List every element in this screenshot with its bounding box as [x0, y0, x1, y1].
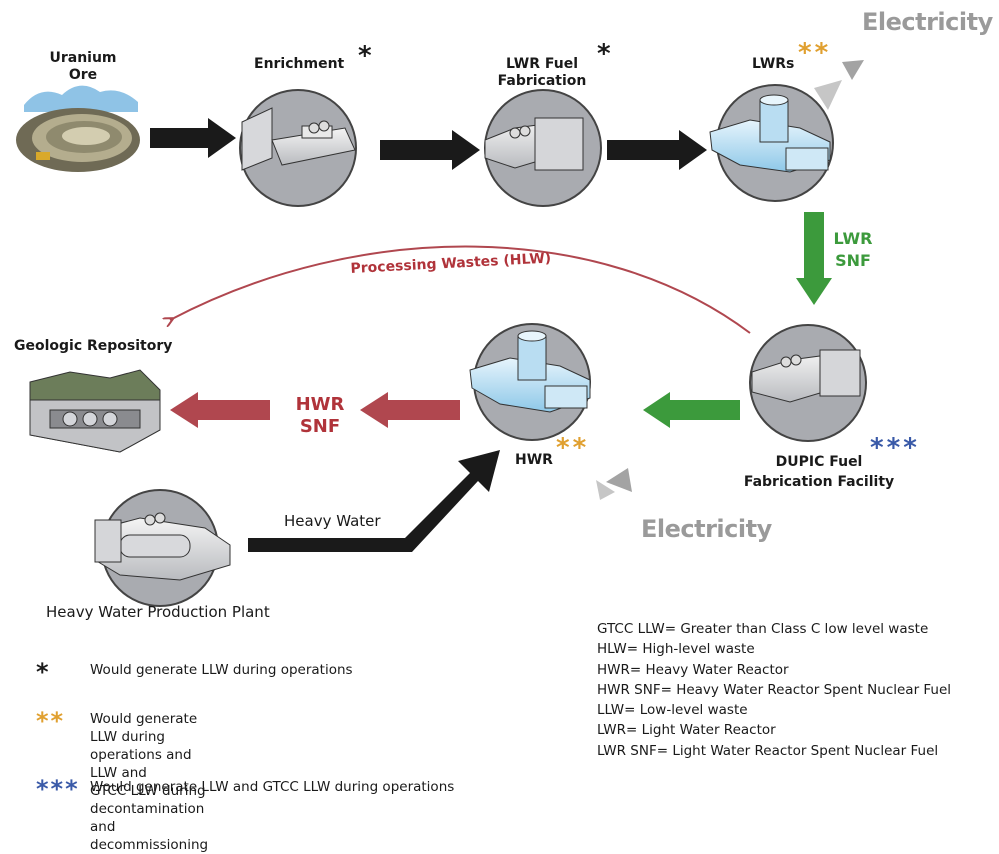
electricity-label-top: Electricity — [862, 8, 993, 36]
electricity-chevron-bottom — [596, 468, 632, 500]
fabrication-star-marker: * — [597, 39, 614, 69]
legend-star-triple: *** — [36, 775, 80, 803]
uranium-ore-label: Uranium Ore — [49, 50, 117, 83]
geologic-repository-label: Geologic Repository — [14, 338, 173, 354]
heavy-water-plant-label: Heavy Water Production Plant — [46, 603, 270, 621]
hwr-reactor-icon — [469, 323, 591, 441]
abbreviation-item: LWR= Light Water Reactor — [597, 722, 776, 739]
arrow-heavy-water — [248, 450, 500, 552]
hwr-label: HWR — [515, 452, 553, 468]
electricity-label-bottom: Electricity — [641, 515, 772, 543]
abbreviation-item: HWR SNF= Heavy Water Reactor Spent Nucle… — [597, 681, 952, 698]
dupic-star-marker: *** — [870, 433, 920, 463]
lwr-snf-label: LWR SNF — [833, 229, 873, 270]
legend-text-triple: Would generate LLW and GTCC LLW during o… — [90, 779, 455, 795]
abbreviation-list: GTCC LLW= Greater than Class C low level… — [597, 619, 951, 761]
abbreviation-item: GTCC LLW= Greater than Class C low level… — [597, 621, 929, 637]
arrow-processing-wastes — [170, 245, 751, 334]
uranium-mine-icon — [16, 85, 140, 172]
arrow-fabrication-to-lwr — [607, 130, 707, 170]
arrow-dupic-to-hwr — [643, 392, 740, 428]
geologic-repository-icon — [29, 369, 161, 453]
legend-text-single: Would generate LLW during operations — [90, 662, 353, 678]
lwrs-label: LWRs — [752, 56, 795, 72]
arrow-enrichment-to-fabrication — [380, 130, 480, 170]
fuel-cycle-diagram: Uranium Ore Enrichment LWR Fuel Fabricat… — [14, 8, 993, 853]
lwr-star-marker: ** — [798, 38, 832, 68]
abbreviation-item: HWR= Heavy Water Reactor — [597, 661, 789, 678]
dupic-label: DUPIC Fuel Fabrication Facility — [743, 454, 895, 490]
legend-star-double: ** — [36, 707, 66, 735]
dupic-facility-icon — [749, 324, 867, 442]
hwr-star-marker: ** — [556, 433, 590, 463]
abbreviation-item: LLW= Low-level waste — [597, 702, 748, 719]
arrow-lwr-to-dupic — [796, 212, 832, 305]
lwr-fuel-fabrication-label: LWR Fuel Fabrication — [497, 56, 587, 89]
arrow-snf-to-repository — [170, 392, 270, 428]
hwr-snf-label: HWR SNF — [295, 394, 345, 437]
enrichment-label: Enrichment — [254, 56, 345, 72]
heavy-water-label: Heavy Water — [284, 512, 381, 530]
arrow-ore-to-enrichment — [150, 118, 236, 158]
lwr-reactor-icon — [709, 84, 834, 202]
enrichment-facility-icon — [239, 89, 357, 207]
electricity-chevron-top — [814, 60, 864, 110]
legend-star-single: * — [36, 658, 51, 686]
fuel-fabrication-icon — [484, 89, 602, 207]
abbreviation-item: LWR SNF= Light Water Reactor Spent Nucle… — [597, 742, 939, 759]
arrow-hwr-to-snf — [360, 392, 460, 428]
enrichment-star-marker: * — [358, 41, 375, 71]
abbreviation-item: HLW= High-level waste — [597, 641, 755, 658]
heavy-water-plant-icon — [94, 489, 231, 607]
diagram-graphics — [16, 60, 867, 607]
